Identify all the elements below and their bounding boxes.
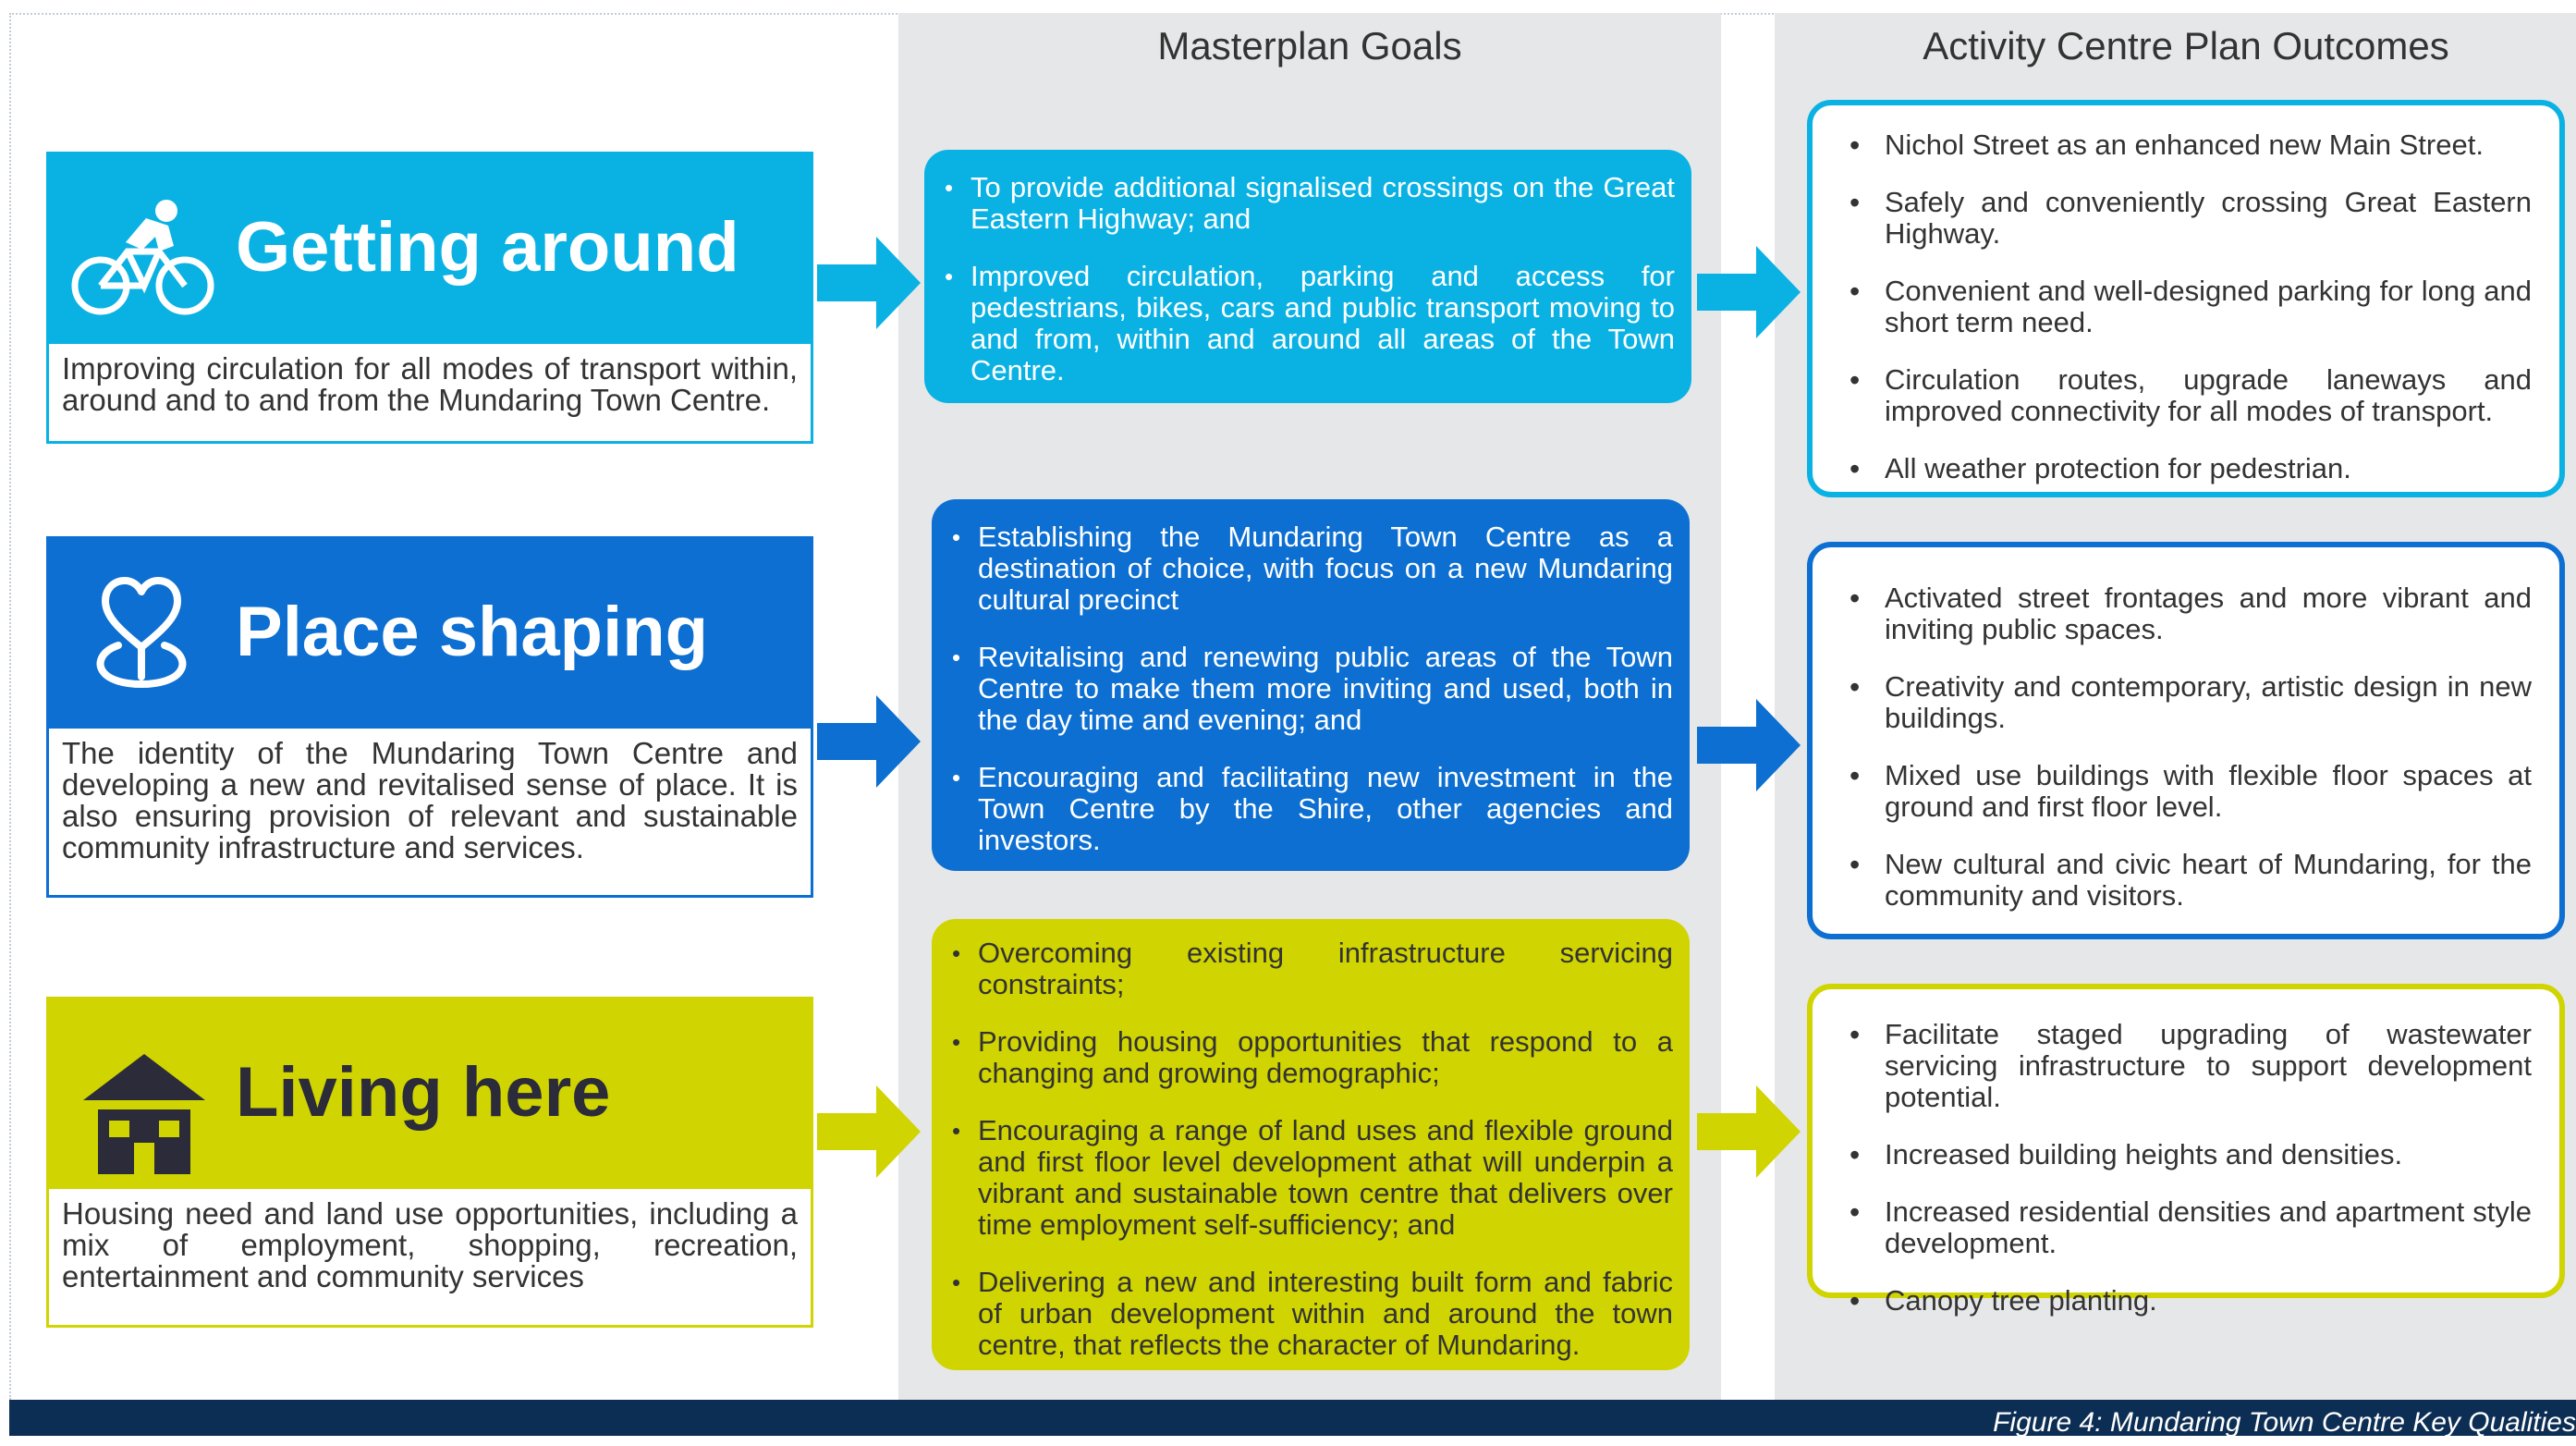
goal-item: Delivering a new and interesting built f… (946, 1267, 1673, 1361)
getting-around-arrow-to-outcomes (1697, 246, 1801, 338)
goal-item: Improved circulation, parking and access… (939, 261, 1675, 386)
outcome-item: New cultural and civic heart of Mundarin… (1813, 849, 2559, 912)
footer-bar: Figure 4: Mundaring Town Centre Key Qual… (9, 1400, 2576, 1438)
place-shaping-arrow-to-goals (817, 695, 921, 788)
goal-item: Encouraging and facilitating new investm… (946, 762, 1673, 856)
heart-location-pin-icon (96, 577, 187, 688)
outcome-item: All weather protection for pedestrian. (1813, 453, 2559, 485)
outcome-item: Nichol Street as an enhanced new Main St… (1813, 129, 2559, 162)
cyclist-icon (71, 200, 214, 315)
figure-caption: Figure 4: Mundaring Town Centre Key Qual… (1993, 1407, 2576, 1438)
outcome-item: Increased residential densities and apar… (1813, 1196, 2559, 1259)
place-shaping-outcomes: Activated street frontages and more vibr… (1807, 542, 2565, 939)
goal-item: Establishing the Mundaring Town Centre a… (946, 521, 1673, 616)
outcome-item: Circulation routes, upgrade laneways and… (1813, 364, 2559, 427)
goal-item: Revitalising and renewing public areas o… (946, 642, 1673, 736)
living-here-arrow-to-goals (817, 1085, 921, 1178)
outcomes-column-title: Activity Centre Plan Outcomes (1923, 24, 2449, 67)
place-shaping-goals: Establishing the Mundaring Town Centre a… (932, 499, 1690, 871)
goal-item: Overcoming existing infrastructure servi… (946, 937, 1673, 1000)
place-shaping-title: Place shaping (236, 593, 709, 671)
getting-around-outcomes: Nichol Street as an enhanced new Main St… (1807, 100, 2565, 497)
goal-item: Providing housing opportunities that res… (946, 1026, 1673, 1089)
house-icon (83, 1054, 205, 1174)
outcome-item: Activated street frontages and more vibr… (1813, 582, 2559, 645)
goal-item: To provide additional signalised crossin… (939, 172, 1675, 235)
outcome-item: Facilitate staged upgrading of wastewate… (1813, 1019, 2559, 1113)
place-shaping-description: The identity of the Mundaring Town Centr… (46, 729, 813, 898)
getting-around-title: Getting around (236, 208, 739, 287)
living-here-description: Housing need and land use opportunities,… (46, 1189, 813, 1328)
living-here-goals: Overcoming existing infrastructure servi… (932, 919, 1690, 1370)
outcome-item: Increased building heights and densities… (1813, 1139, 2559, 1171)
living-here-title: Living here (236, 1053, 611, 1132)
getting-around-description: Improving circulation for all modes of t… (46, 344, 813, 444)
outcome-item: Creativity and contemporary, artistic de… (1813, 671, 2559, 734)
living-here-outcomes: Facilitate staged upgrading of wastewate… (1807, 984, 2565, 1317)
getting-around-header: Getting around (46, 152, 813, 344)
goal-item: Encouraging a range of land uses and fle… (946, 1115, 1673, 1241)
living-here-arrow-to-outcomes (1697, 1085, 1801, 1178)
getting-around-goals: To provide additional signalised crossin… (924, 150, 1691, 403)
living-here-header: Living here (46, 997, 813, 1189)
place-shaping-header: Place shaping (46, 536, 813, 729)
outcome-item: Mixed use buildings with flexible floor … (1813, 760, 2559, 823)
outcome-item: Canopy tree planting. (1813, 1285, 2559, 1317)
outcome-item: Safely and conveniently crossing Great E… (1813, 187, 2559, 250)
place-shaping-arrow-to-outcomes (1697, 699, 1801, 791)
goals-column-title: Masterplan Goals (1157, 24, 1462, 67)
outcome-item: Convenient and well-designed parking for… (1813, 276, 2559, 338)
getting-around-arrow-to-goals (817, 237, 921, 329)
